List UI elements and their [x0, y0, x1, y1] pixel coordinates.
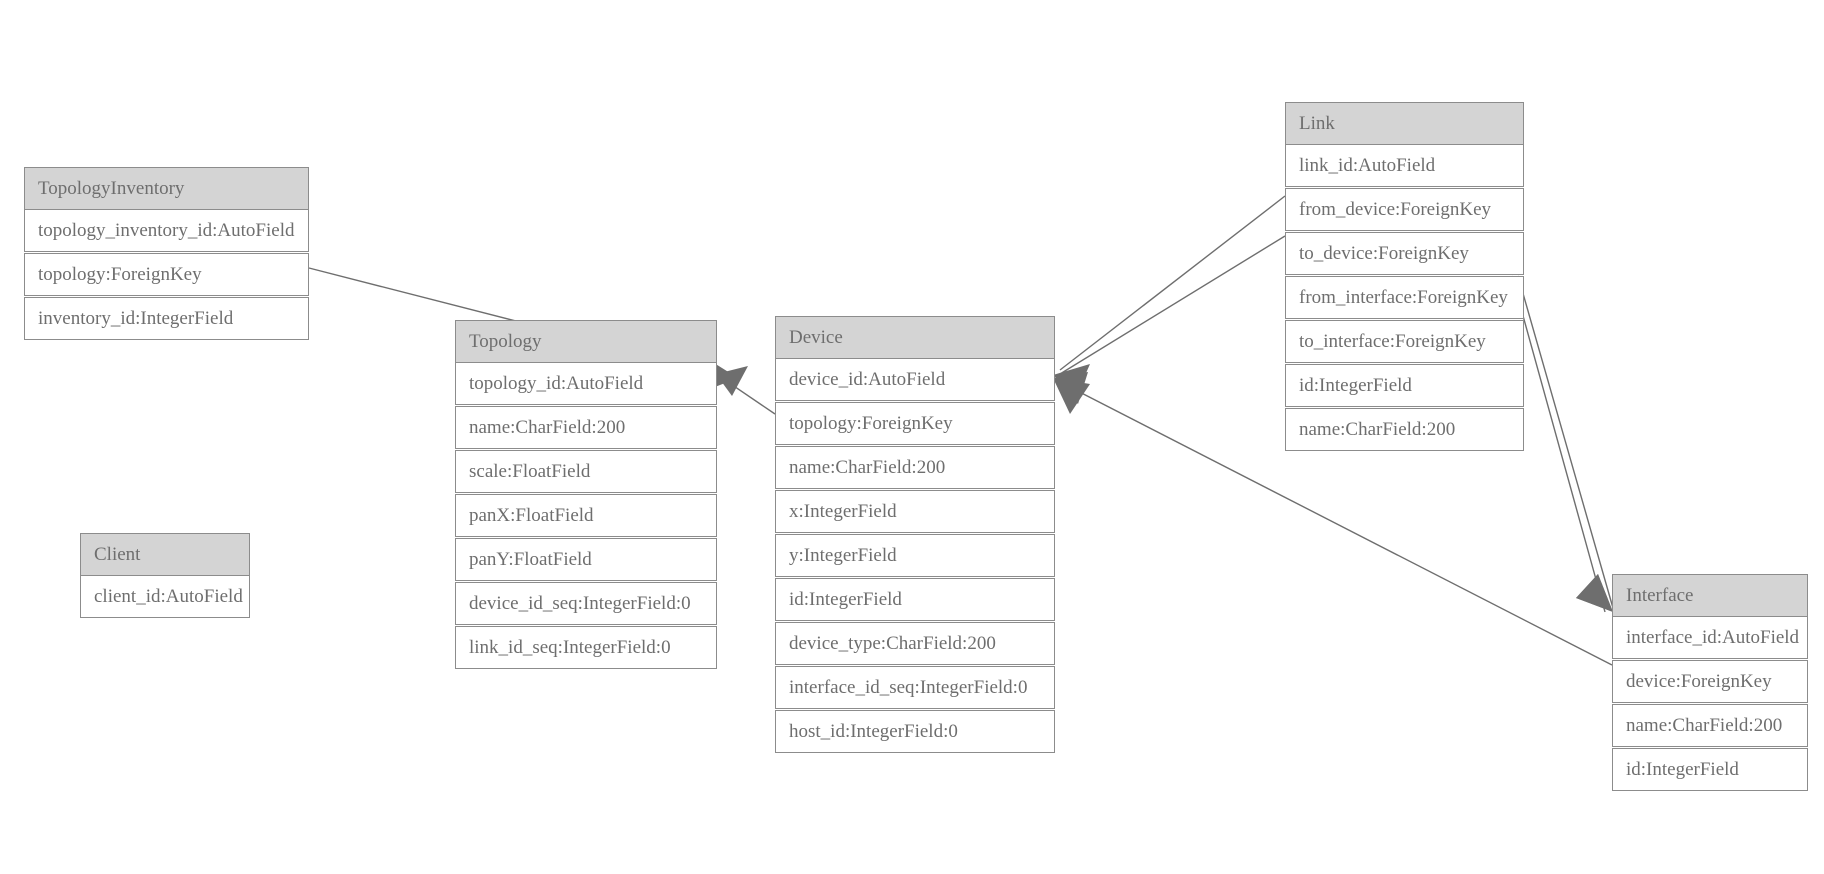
- entity-field-row[interactable]: device_id_seq:IntegerField:0: [455, 582, 717, 625]
- entity-field-row[interactable]: y:IntegerField: [775, 534, 1055, 577]
- entity-field-row[interactable]: device:ForeignKey: [1612, 660, 1808, 703]
- entity-field-row[interactable]: id:IntegerField: [1285, 364, 1524, 407]
- relationship-line: [1517, 275, 1614, 609]
- relationship-line: [1059, 195, 1286, 371]
- entity-field-row[interactable]: host_id:IntegerField:0: [775, 710, 1055, 753]
- entity-field-row[interactable]: scale:FloatField: [455, 450, 717, 493]
- entity-field-row[interactable]: topology:ForeignKey: [775, 402, 1055, 445]
- relationship-arrowhead: [716, 366, 748, 396]
- entity-field-row[interactable]: to_interface:ForeignKey: [1285, 320, 1524, 363]
- relationship-line: [1059, 235, 1286, 375]
- entity-header-topology: Topology: [455, 320, 717, 363]
- entity-field-row[interactable]: panX:FloatField: [455, 494, 717, 537]
- entity-field-row[interactable]: device_type:CharField:200: [775, 622, 1055, 665]
- relationship-arrowhead: [1576, 574, 1613, 612]
- entity-header-client: Client: [80, 533, 250, 576]
- entity-header-device: Device: [775, 316, 1055, 359]
- entity-field-row[interactable]: name:CharField:200: [775, 446, 1055, 489]
- entity-field-row[interactable]: name:CharField:200: [455, 406, 717, 449]
- entity-field-row[interactable]: name:CharField:200: [1612, 704, 1808, 747]
- entity-header-link: Link: [1285, 102, 1524, 145]
- rel-device-topology: [716, 366, 776, 415]
- relationship-line: [1511, 275, 1606, 613]
- relationship-arrowhead: [1053, 378, 1090, 414]
- entity-field-row[interactable]: topology_inventory_id:AutoField: [24, 210, 309, 252]
- entity-field-row[interactable]: from_interface:ForeignKey: [1285, 276, 1524, 319]
- relationship-line: [721, 377, 776, 415]
- entity-field-row[interactable]: topology_id:AutoField: [455, 363, 717, 405]
- relationship-arrowhead: [1053, 372, 1088, 404]
- entity-field-row[interactable]: device_id:AutoField: [775, 359, 1055, 401]
- relationship-arrowhead: [1576, 574, 1613, 612]
- entity-field-row[interactable]: to_device:ForeignKey: [1285, 232, 1524, 275]
- entity-header-topology_inventory: TopologyInventory: [24, 167, 309, 210]
- entity-field-row[interactable]: link_id:AutoField: [1285, 145, 1524, 187]
- entity-field-row[interactable]: from_device:ForeignKey: [1285, 188, 1524, 231]
- entity-field-row[interactable]: inventory_id:IntegerField: [24, 297, 309, 340]
- entity-header-interface: Interface: [1612, 574, 1808, 617]
- entity-field-row[interactable]: name:CharField:200: [1285, 408, 1524, 451]
- entity-field-row[interactable]: interface_id:AutoField: [1612, 617, 1808, 659]
- rel-link-to-device: [1053, 235, 1286, 404]
- entity-field-row[interactable]: id:IntegerField: [775, 578, 1055, 621]
- rel-link-from-interface: [1517, 275, 1614, 612]
- rel-link-to-interface: [1511, 275, 1613, 613]
- entity-field-row[interactable]: client_id:AutoField: [80, 576, 250, 618]
- entity-field-row[interactable]: interface_id_seq:IntegerField:0: [775, 666, 1055, 709]
- entity-fields-client: client_id:AutoField: [80, 576, 250, 618]
- entity-field-row[interactable]: topology:ForeignKey: [24, 253, 309, 296]
- relationship-arrowhead: [1053, 364, 1090, 396]
- entity-field-row[interactable]: x:IntegerField: [775, 490, 1055, 533]
- rel-link-from-device: [1053, 195, 1286, 396]
- entity-field-row[interactable]: link_id_seq:IntegerField:0: [455, 626, 717, 669]
- entity-field-row[interactable]: panY:FloatField: [455, 538, 717, 581]
- entity-field-row[interactable]: id:IntegerField: [1612, 748, 1808, 791]
